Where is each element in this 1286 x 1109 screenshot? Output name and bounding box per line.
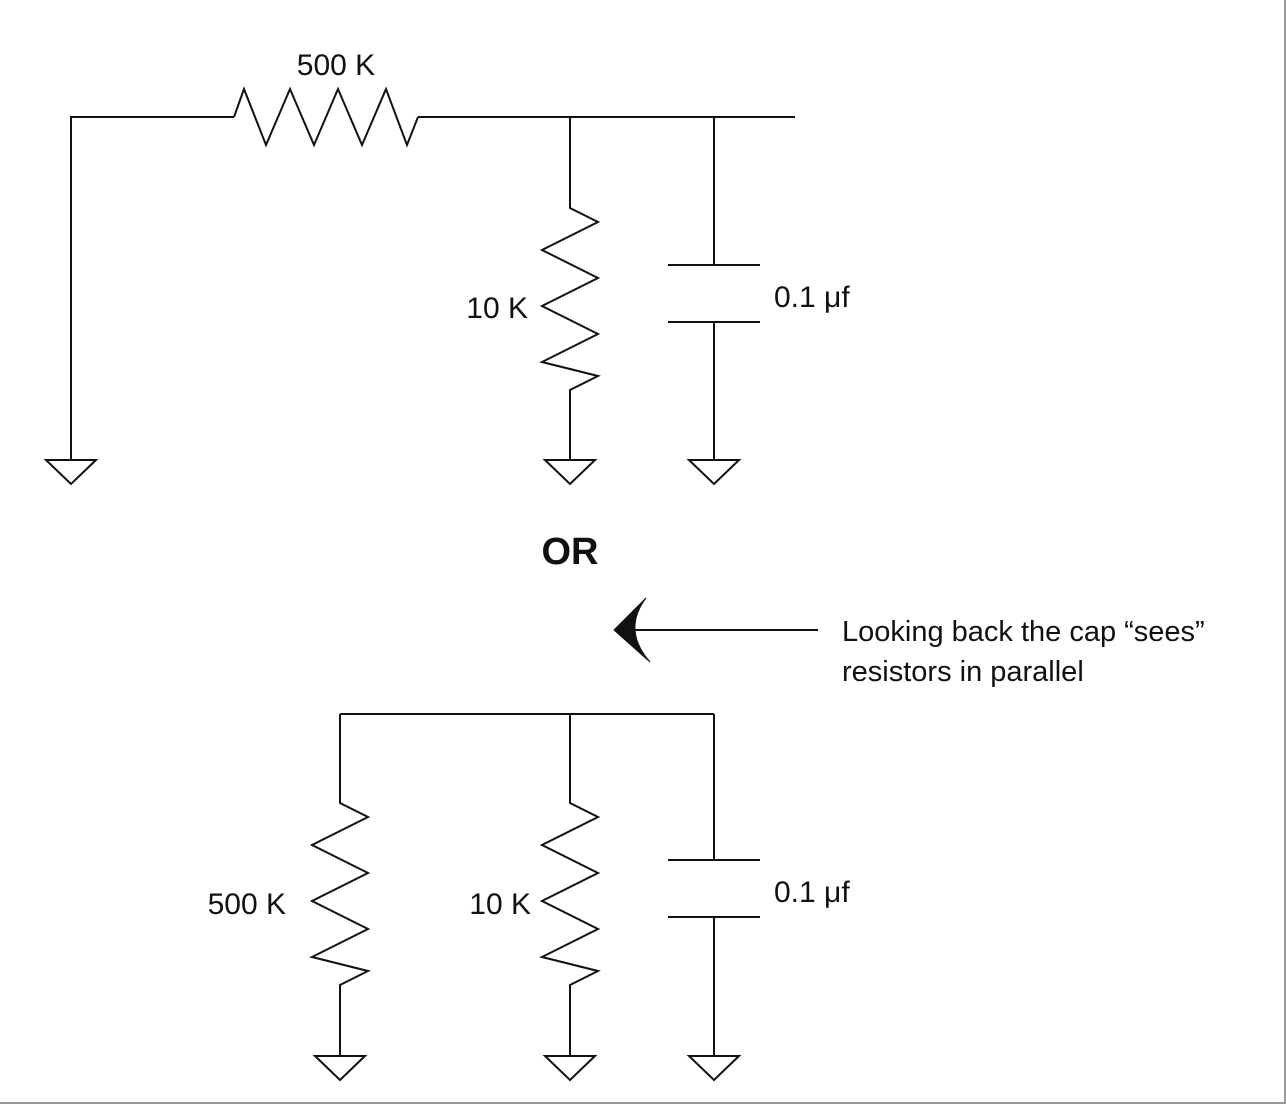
annotation: Looking back the cap “sees” resistors in… — [613, 597, 1205, 688]
top-series-resistor-label: 500 K — [297, 49, 375, 82]
bottom-resistor-10k — [539, 714, 601, 1056]
ground-icon — [312, 1055, 368, 1082]
bottom-resistor-500k-label: 500 K — [208, 888, 286, 921]
or-separator: OR — [542, 531, 599, 573]
top-shunt-resistor-label: 10 K — [466, 292, 528, 325]
arrow-left-icon — [613, 597, 651, 663]
bottom-capacitor-label: 0.1 μf — [774, 876, 850, 909]
ground-icon — [542, 459, 598, 486]
top-series-resistor — [233, 86, 419, 148]
ground-icon — [43, 459, 99, 486]
annotation-line-1: Looking back the cap “sees” — [842, 616, 1205, 648]
bottom-resistor-10k-label: 10 K — [469, 888, 531, 921]
annotation-line-2: resistors in parallel — [842, 656, 1084, 688]
top-left-wire — [70, 116, 234, 460]
top-shunt-resistor — [539, 117, 601, 460]
top-capacitor-label: 0.1 μf — [774, 281, 850, 314]
top-circuit: 500 K 10 K 0.1 μf — [43, 49, 850, 486]
ground-icon — [686, 1055, 742, 1082]
ground-icon — [542, 1055, 598, 1082]
ground-icon — [686, 459, 742, 486]
bottom-circuit: 500 K 10 K 0.1 μf — [208, 713, 850, 1082]
bottom-resistor-500k — [309, 714, 371, 1056]
